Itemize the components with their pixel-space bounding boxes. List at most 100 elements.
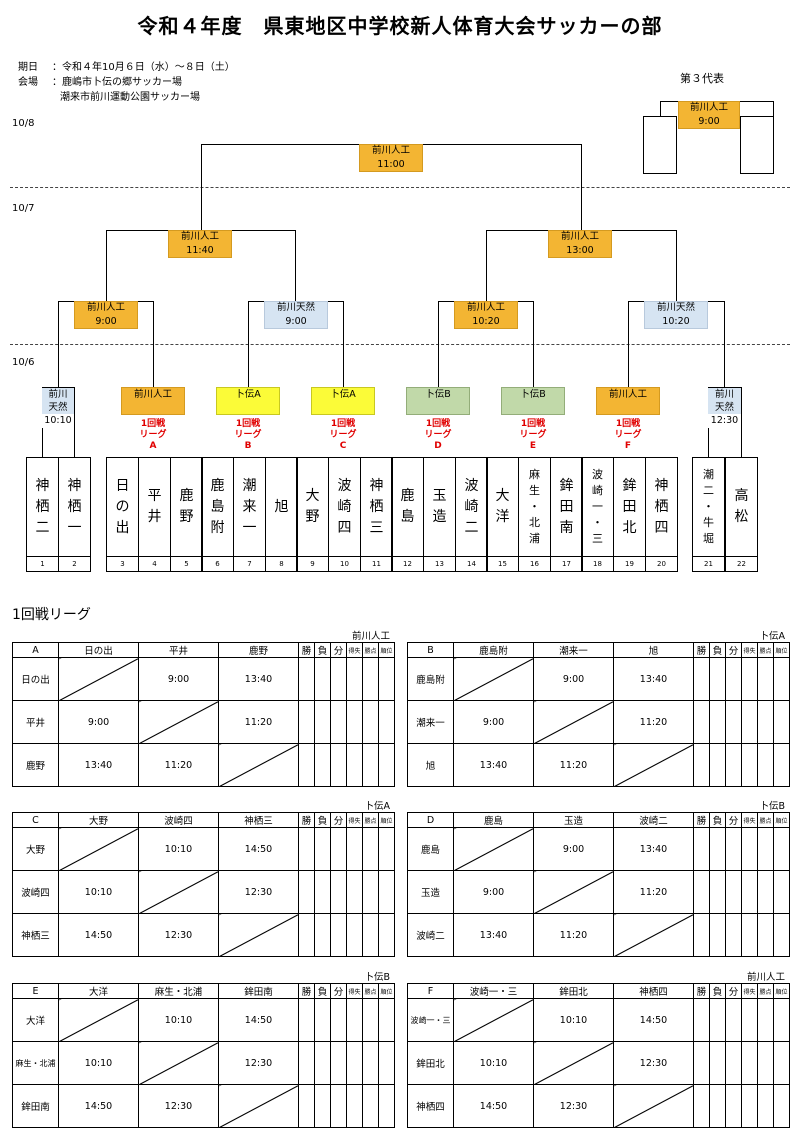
column-team-header: 日の出 [58, 642, 139, 658]
team-cell: 鉾田北 [613, 457, 646, 557]
column-team-header: 玉造 [533, 812, 614, 828]
match-time: 11:40 [186, 245, 214, 256]
diagonal-cell [453, 657, 534, 701]
match-time: 10:20 [662, 316, 690, 327]
col-header-goal-diff: 得失 [741, 983, 758, 999]
bracket-line [343, 301, 344, 387]
result-cell [314, 1084, 331, 1128]
result-cell [709, 998, 726, 1042]
match-time: 10:20 [472, 316, 500, 327]
match-time-cell: 11:20 [613, 870, 694, 914]
league-venue-label: 卜伝A [759, 631, 786, 642]
col-header-win: 勝 [298, 642, 315, 658]
result-cell [314, 827, 331, 871]
result-cell [362, 998, 379, 1042]
result-cell [725, 657, 742, 701]
team-cell: 神栖二 [26, 457, 59, 557]
match-venue: 前川人工 [608, 389, 647, 400]
match-venue: 前川天然 [276, 302, 315, 313]
third-place-slot [643, 116, 677, 174]
col-header-points: 勝点 [757, 812, 774, 828]
row-team-name: 玉造 [407, 870, 454, 914]
result-cell [709, 913, 726, 957]
bracket-line [533, 301, 534, 387]
period-label: 期日 [18, 62, 38, 73]
col-header-win: 勝 [298, 983, 315, 999]
league-venue-box: 前川人工 [596, 387, 660, 415]
team-number: 14 [455, 556, 488, 572]
team-cell: 玉造 [423, 457, 456, 557]
match-time-cell: 14:50 [218, 998, 299, 1042]
league-id: E [12, 983, 59, 999]
diagonal-cell [218, 913, 299, 957]
league-id: C [12, 812, 59, 828]
match-time-cell: 12:30 [218, 870, 299, 914]
match-time-cell: 10:10 [58, 1041, 139, 1085]
bracket-line [295, 230, 296, 301]
result-cell [709, 1041, 726, 1085]
diagonal-cell [138, 870, 219, 914]
team-number: 13 [423, 556, 456, 572]
team-number: 2 [58, 556, 91, 572]
team-number: 7 [233, 556, 266, 572]
match-venue: 前川人工 [560, 231, 599, 242]
col-header-goal-diff: 得失 [741, 642, 758, 658]
venue-label: 会場 [18, 77, 38, 88]
result-cell [314, 743, 331, 787]
match-venue: 前川人工 [466, 302, 505, 313]
bracket-line [676, 230, 677, 301]
col-header-win: 勝 [298, 812, 315, 828]
league-venue-label: 卜伝B [364, 972, 390, 983]
col-header-points: 勝点 [757, 983, 774, 999]
team-cell: 大野 [296, 457, 329, 557]
result-cell [725, 743, 742, 787]
team-number: 22 [725, 556, 758, 572]
match-time-cell: 14:50 [218, 827, 299, 871]
bracket-line [201, 144, 202, 230]
col-header-lose: 負 [314, 812, 331, 828]
result-cell [709, 700, 726, 744]
date-separator [10, 187, 790, 188]
result-cell [709, 1084, 726, 1128]
diagonal-cell [58, 827, 139, 871]
result-cell [725, 998, 742, 1042]
result-cell [314, 657, 331, 701]
result-cell [378, 700, 395, 744]
result-cell [725, 870, 742, 914]
page-title: 令和４年度 県東地区中学校新人体育大会サッカーの部 [137, 14, 663, 38]
league-venue-label: 前川人工 [351, 631, 390, 642]
row-team-name: 大洋 [12, 998, 59, 1042]
team-cell: 鉾田南 [550, 457, 583, 557]
result-cell [773, 1041, 790, 1085]
row-team-name: 鉾田北 [407, 1041, 454, 1085]
bracket-line [248, 301, 249, 387]
result-cell [298, 913, 315, 957]
team-cell: 平井 [138, 457, 171, 557]
result-cell [362, 870, 379, 914]
bracket-line [581, 144, 582, 230]
match-time: 13:00 [566, 245, 594, 256]
result-cell [741, 743, 758, 787]
bracket-line [660, 101, 661, 117]
result-cell [314, 700, 331, 744]
match-time: 9:00 [285, 316, 307, 327]
result-cell [709, 743, 726, 787]
match-time-cell: 14:50 [58, 1084, 139, 1128]
row-team-name: 波崎四 [12, 870, 59, 914]
result-cell [346, 1084, 363, 1128]
result-cell [314, 913, 331, 957]
result-cell [346, 700, 363, 744]
result-cell [346, 870, 363, 914]
result-cell [378, 998, 395, 1042]
result-cell [298, 870, 315, 914]
column-team-header: 波崎四 [138, 812, 219, 828]
